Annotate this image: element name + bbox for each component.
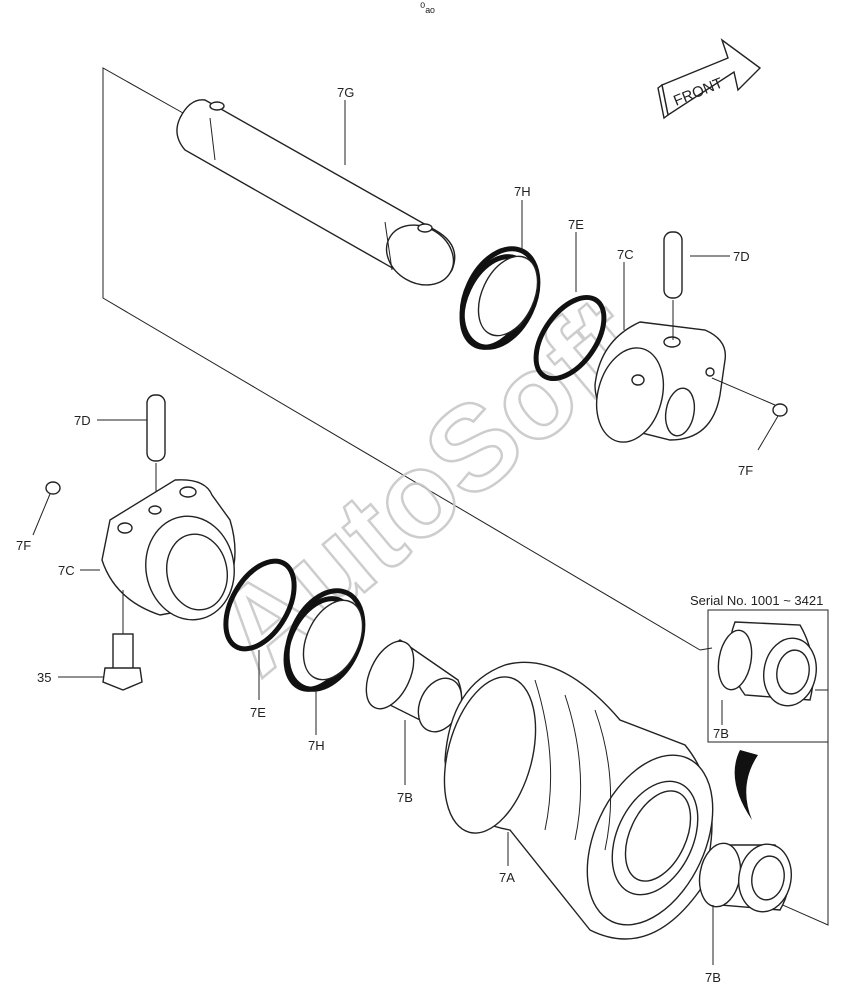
- top-mark: ⁰ₐₒ: [420, 0, 435, 15]
- label-7b-bottom: 7B: [705, 970, 721, 985]
- label-7d-top: 7D: [733, 249, 750, 264]
- pin-7d-top: [663, 231, 683, 340]
- label-7h-top: 7H: [514, 184, 531, 199]
- idler-wheel-7a: [443, 661, 714, 940]
- part-labels: 7G 7H 7E 7C 7D 7F 7D 7F 7C 35 7E 7H 7B 7…: [16, 85, 753, 985]
- oring-7e-bottom: [223, 558, 297, 652]
- label-7b-inset: 7B: [713, 726, 729, 741]
- label-7c-top: 7C: [617, 247, 634, 262]
- label-7e-bottom: 7E: [250, 705, 266, 720]
- shaft-7g: [176, 99, 456, 286]
- label-7f-top: 7F: [738, 463, 753, 478]
- oring-7e-top: [533, 294, 607, 382]
- bushing-7b-bottom: [698, 842, 792, 913]
- front-arrow-icon: FRONT: [657, 38, 762, 120]
- bushing-7b-mid: [365, 639, 463, 733]
- label-7c-left: 7C: [58, 563, 75, 578]
- label-35: 35: [37, 670, 51, 685]
- screw-7f-top: [711, 377, 788, 417]
- screw-7f-left: [45, 481, 61, 495]
- label-7e-top: 7E: [568, 217, 584, 232]
- watermark: AutoSoft: [191, 272, 665, 700]
- seal-7h-bottom: [283, 588, 366, 692]
- leader-lines: [32, 100, 779, 965]
- label-7d-left: 7D: [74, 413, 91, 428]
- seal-7h-top: [459, 246, 541, 350]
- label-7h-bottom: 7H: [308, 738, 325, 753]
- collar-7c-top: [594, 321, 727, 443]
- label-7a: 7A: [499, 870, 515, 885]
- serial-number-label: Serial No. 1001 ~ 3421: [690, 593, 823, 608]
- label-7b-mid: 7B: [397, 790, 413, 805]
- bolt-35: [102, 590, 143, 691]
- label-7f-left: 7F: [16, 538, 31, 553]
- inset-serial-box: [707, 609, 829, 743]
- label-7g: 7G: [337, 85, 354, 100]
- collar-7c-left: [101, 479, 236, 621]
- curved-arrow-icon: [734, 750, 758, 820]
